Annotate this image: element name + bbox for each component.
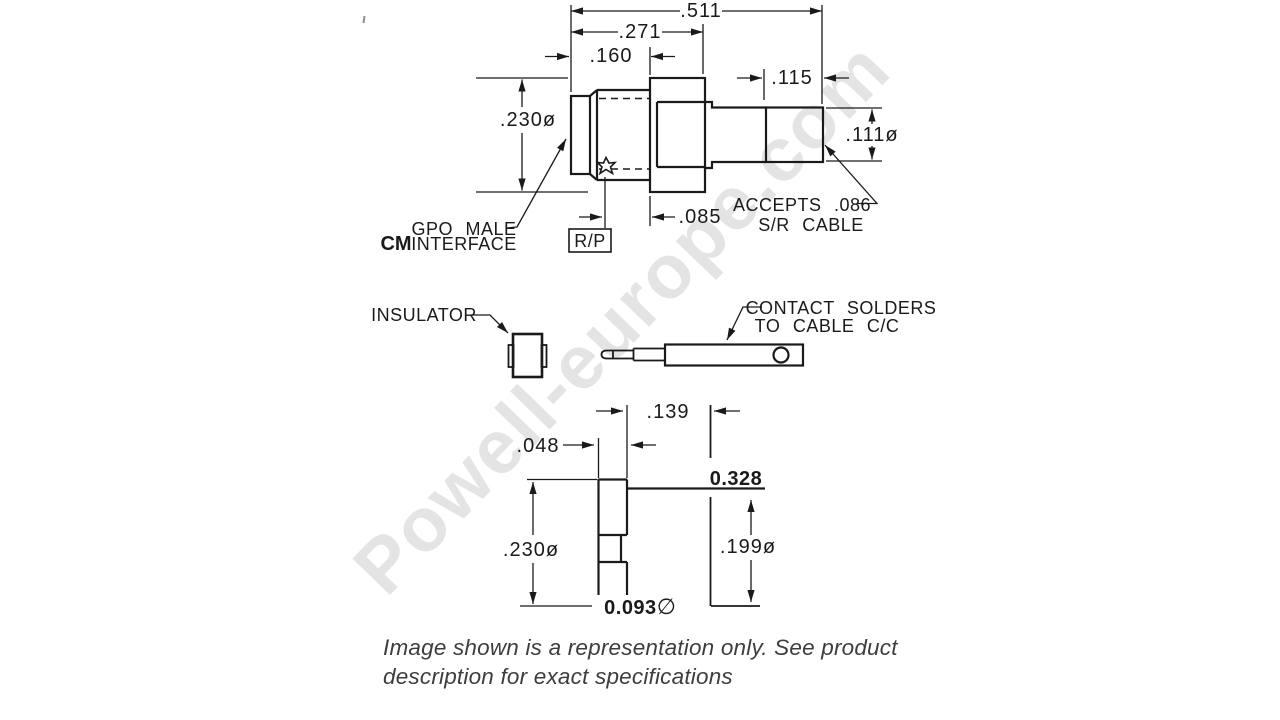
insulator-label: INSULATOR [371, 305, 477, 325]
contact-solders-label-line1: CONTACT SOLDERS [745, 298, 937, 318]
accepts-leader [824, 144, 879, 205]
gpo-male-label: GPO MALE [411, 219, 517, 239]
dim-overall-length-bottom: 0.328 [709, 468, 763, 490]
contact-solders-label-line2: TO CABLE C/C [754, 316, 900, 336]
accepts-cable-label-line1: ACCEPTS .086 [732, 195, 872, 215]
interface-tip [569, 94, 592, 176]
body-flange [648, 76, 707, 194]
insulator-leader [472, 314, 509, 334]
dim-ferrule-length: .115 [771, 67, 813, 89]
dim-mid-length: .271 [618, 21, 662, 43]
dim-outer-diameter: .230ø [500, 539, 562, 561]
rp-flag-label: R/P [574, 231, 606, 251]
dim-overall-length: .511 [680, 0, 722, 22]
caption: Image shown is a representation only. Se… [383, 633, 898, 691]
cm-label: CM [380, 233, 412, 255]
dim-step-length: .139 [646, 401, 690, 423]
gpo-leader [506, 138, 567, 229]
insulator-part [507, 332, 548, 379]
body-inner-bore [655, 100, 705, 169]
bottom-view-dimensions [520, 405, 760, 607]
dim-rp-offset: .085 [678, 206, 722, 228]
dim-body-diameter: .230ø [497, 109, 559, 131]
rear-profile-outline [597, 478, 765, 595]
solder-hole [772, 346, 790, 364]
cable-ferrule [764, 106, 825, 164]
contact-pin-part [600, 343, 805, 367]
caption-line2: description for exact specifications [383, 664, 733, 689]
groove [598, 533, 627, 564]
contact-leader [726, 306, 762, 341]
hidden-lines [599, 97, 650, 170]
interface-label: INTERFACE [411, 234, 517, 254]
connector-outline [569, 76, 825, 194]
middle-view-leaders [472, 306, 762, 341]
dim-ferrule-diameter: .111ø [843, 124, 901, 146]
top-view-dimensions [476, 5, 882, 229]
dim-hole-value: 0.093 [604, 597, 657, 619]
caption-line1: Image shown is a representation only. Se… [383, 635, 898, 660]
dim-front-length: .160 [589, 45, 633, 67]
diameter-symbol: ∅ [656, 594, 676, 619]
neck [705, 100, 766, 170]
solder-point-star-icon [595, 155, 618, 176]
dim-hole-diameter: 0.093∅ [604, 594, 676, 619]
dim-inner-diameter: .199ø [717, 536, 779, 558]
rp-flag-box [568, 228, 612, 253]
accepts-cable-label-line2: S/R CABLE [758, 215, 864, 235]
barrel [595, 88, 650, 182]
tip-chamfers [589, 89, 598, 181]
dim-front-length-bottom: .048 [516, 435, 560, 457]
